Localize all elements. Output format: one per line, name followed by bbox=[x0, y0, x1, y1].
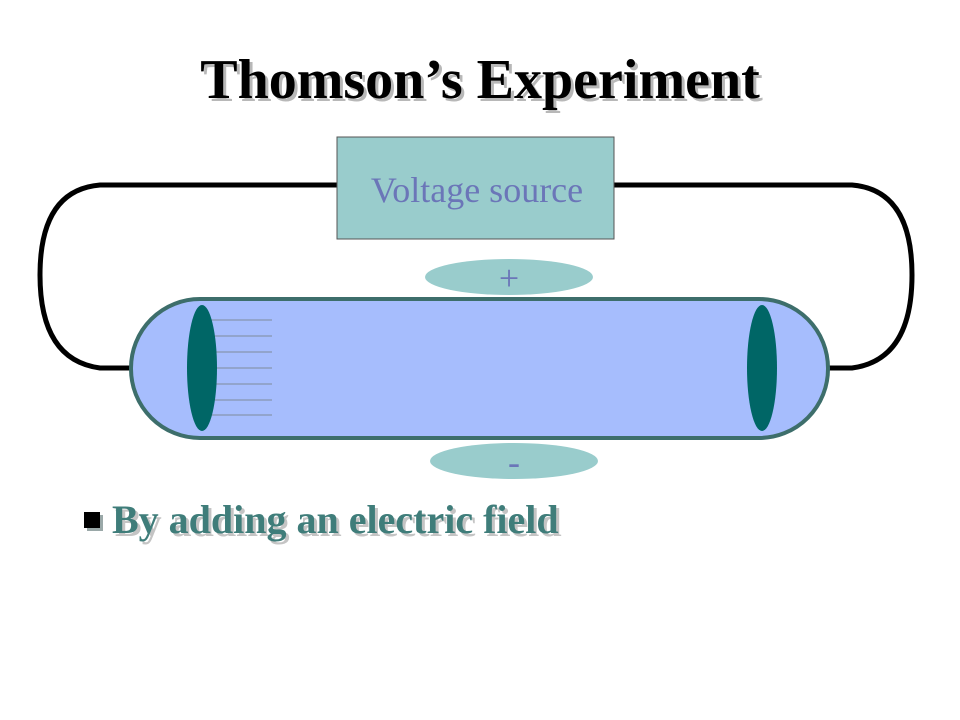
cathode-electrode bbox=[187, 305, 217, 431]
square-bullet-icon bbox=[84, 512, 100, 528]
positive-plate-label: + bbox=[499, 258, 519, 298]
negative-plate-label: - bbox=[508, 442, 520, 482]
bullet-point: By adding an electric field bbox=[84, 500, 559, 540]
negative-plate bbox=[430, 443, 598, 479]
left-wire bbox=[37, 182, 343, 371]
anode-electrode bbox=[747, 305, 777, 431]
bullet-text: By adding an electric field bbox=[112, 497, 559, 542]
right-wire bbox=[611, 182, 915, 371]
slide-title: Thomson’s Experiment bbox=[200, 49, 760, 111]
positive-plate bbox=[425, 259, 593, 295]
cathode-ray-tube bbox=[129, 297, 830, 440]
voltage-source-label: Voltage source bbox=[371, 170, 583, 210]
voltage-source-box bbox=[336, 136, 615, 240]
